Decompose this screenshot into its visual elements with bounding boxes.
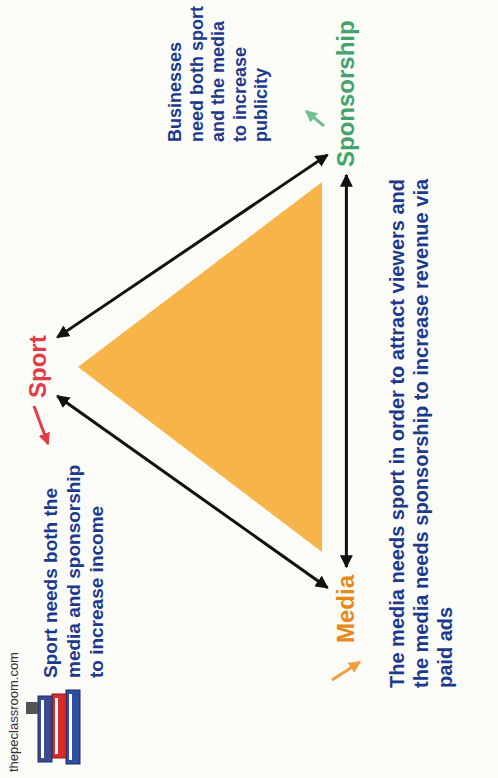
pointer-arrow — [34, 406, 48, 444]
pointer-arrow — [332, 662, 360, 680]
label-node: Sponsorship — [330, 15, 363, 172]
node-text: Sport — [24, 335, 53, 398]
books-logo — [26, 690, 80, 764]
node-text: Media — [332, 575, 361, 643]
explanation-note: The media needs sport in order to attrac… — [385, 178, 457, 688]
explanation-note: Sport needs both the media and sponsorsh… — [40, 456, 108, 678]
explanation-note: Businesses need both sport and the media… — [165, 6, 273, 142]
double-arrow — [345, 175, 348, 567]
label-node: Sport — [22, 330, 55, 403]
website-credit: thepeclassroom.com — [6, 652, 22, 772]
double-arrow — [57, 155, 327, 337]
pointer-arrow — [306, 111, 324, 126]
label-node: Media — [330, 570, 363, 648]
node-text: Sponsorship — [332, 20, 361, 167]
